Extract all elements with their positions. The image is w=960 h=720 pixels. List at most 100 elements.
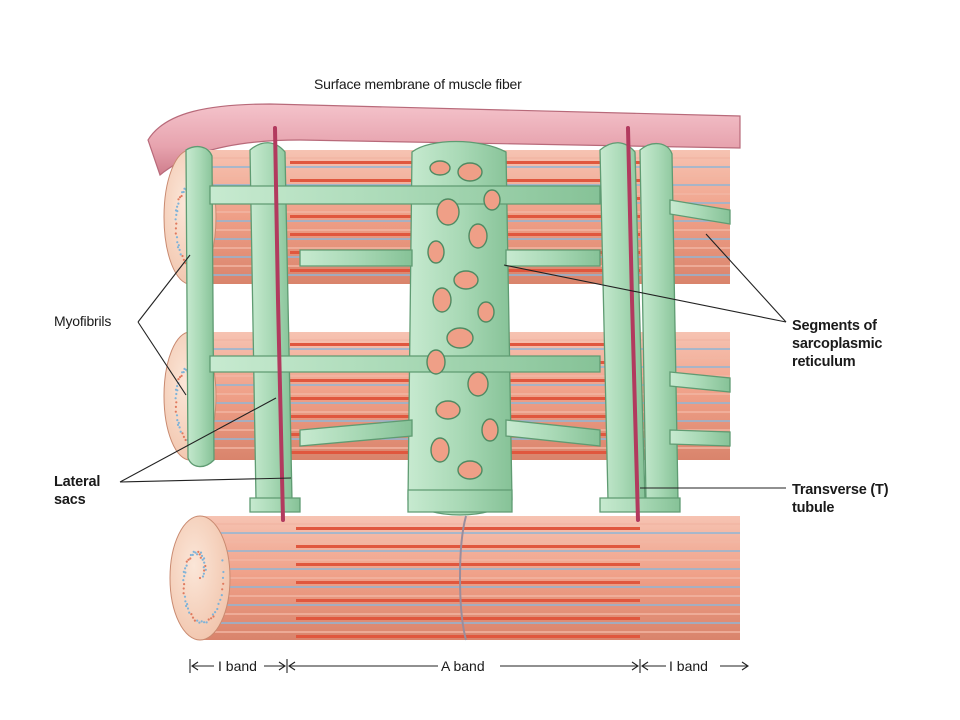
filament-end-dot	[189, 553, 192, 557]
lateral-sacs-label: Lateral sacs	[54, 473, 100, 509]
filament-end-dot	[181, 432, 184, 435]
filament-end-dot	[212, 615, 215, 618]
lateral-sacs-leader-bottom	[119, 477, 292, 483]
filament-end-dot	[191, 553, 194, 557]
filament-end-dot	[181, 371, 184, 374]
filament-end-dot	[180, 194, 183, 198]
filament-end-dot	[178, 248, 181, 251]
filament-end-dot	[197, 550, 200, 554]
filament-end-dot	[178, 426, 181, 429]
band-label-left-i: I band	[218, 658, 257, 674]
filament-end-dot	[222, 570, 225, 574]
filament-end-dot	[183, 595, 187, 598]
filament-end-dot	[175, 213, 178, 216]
filament-end-dot	[210, 617, 213, 620]
filament-end-dot	[176, 205, 179, 208]
filament-end-dot	[221, 588, 224, 591]
filament-end-dot	[177, 421, 180, 424]
filament-end-dot	[176, 385, 179, 388]
filament-end-dot	[181, 254, 184, 258]
filament-end-dot	[174, 405, 177, 408]
filament-end-dot	[176, 389, 179, 392]
filament-end-dot	[217, 602, 220, 606]
filament-end-dot	[198, 621, 201, 624]
filament-end-dot	[184, 438, 187, 442]
filament-end-dot	[186, 603, 189, 606]
filament-end-dot	[188, 611, 191, 614]
filament-end-dot	[185, 560, 188, 563]
myofibrils-leader-top	[137, 254, 191, 323]
filament-end-dot	[175, 236, 179, 239]
filament-end-dot	[174, 218, 177, 221]
filament-end-dot	[222, 582, 225, 585]
filament-end-dot	[184, 600, 187, 603]
filament-end-dot	[201, 558, 204, 561]
filament-end-dot	[198, 576, 202, 580]
filament-end-dot	[191, 616, 195, 619]
filament-end-dot	[216, 607, 219, 611]
filament-end-dot	[176, 241, 179, 244]
filament-end-dot	[180, 374, 183, 377]
filament-end-dot	[185, 564, 188, 567]
filament-end-dot	[221, 576, 225, 580]
filament-end-dot	[176, 419, 179, 422]
sr-label-line1: Segments of	[792, 318, 877, 334]
sr-leader-2	[705, 233, 787, 323]
filament-end-dot	[196, 619, 199, 622]
filament-end-dot	[183, 583, 186, 586]
filament-end-dot	[189, 557, 192, 560]
filament-end-dot	[175, 222, 178, 225]
filament-end-dot	[221, 559, 224, 562]
filament-end-dot	[219, 598, 222, 601]
filament-end-dot	[174, 232, 177, 235]
filament-end-dot	[182, 592, 185, 595]
filament-end-dot	[183, 575, 186, 578]
sr-label-line3: reticulum	[792, 354, 856, 370]
filament-end-dot	[214, 611, 217, 614]
lower-myofibril	[169, 515, 740, 641]
filament-end-dot	[183, 367, 186, 370]
lateral-sacs-leader-top	[119, 397, 277, 483]
filament-end-dot	[220, 594, 223, 597]
filament-end-dot	[177, 244, 180, 247]
filament-end-dot	[211, 613, 214, 616]
filament-end-dot	[202, 572, 205, 575]
filament-end-dot	[181, 191, 184, 194]
filament-end-dot	[182, 190, 185, 194]
reticulum-fenestrations	[426, 160, 501, 480]
filament-end-dot	[203, 569, 206, 572]
filament-end-dot	[203, 557, 206, 560]
band-label-right-i: I band	[669, 658, 708, 674]
filament-end-dot	[175, 392, 178, 396]
filament-end-dot	[199, 551, 203, 554]
filament-end-dot	[207, 618, 210, 621]
filament-end-dot	[200, 554, 204, 558]
filament-end-dot	[192, 550, 195, 553]
filament-end-dot	[202, 566, 205, 569]
filament-end-dot	[177, 378, 180, 381]
filament-end-dot	[176, 423, 180, 426]
filament-end-dot	[182, 587, 185, 590]
myofibrils-label: Myofibrils	[54, 313, 112, 329]
band-markers	[189, 659, 749, 673]
filament-end-dot	[179, 430, 182, 433]
filament-end-dot	[203, 561, 206, 564]
filament-end-dot	[182, 258, 185, 261]
filament-end-dot	[182, 435, 185, 438]
sr-leader-1	[503, 264, 787, 323]
filament-end-dot	[177, 198, 180, 201]
filament-end-dot	[201, 575, 205, 578]
tt-label-line1: Transverse (T)	[792, 482, 889, 498]
filament-end-dot	[190, 613, 193, 616]
filament-end-dot	[203, 621, 206, 624]
filament-end-dot	[198, 553, 201, 556]
filament-end-dot	[185, 604, 188, 608]
filament-end-dot	[204, 568, 207, 571]
filament-end-dot	[174, 397, 177, 400]
tt-label-line2: tubule	[792, 500, 835, 516]
sarcoplasmic-reticulum-label: Segments of sarcoplasmic reticulum	[792, 317, 882, 371]
filament-end-dot	[177, 202, 180, 205]
filament-end-dot	[176, 246, 180, 249]
filament-end-dot	[175, 414, 179, 417]
filament-end-dot	[175, 401, 178, 404]
